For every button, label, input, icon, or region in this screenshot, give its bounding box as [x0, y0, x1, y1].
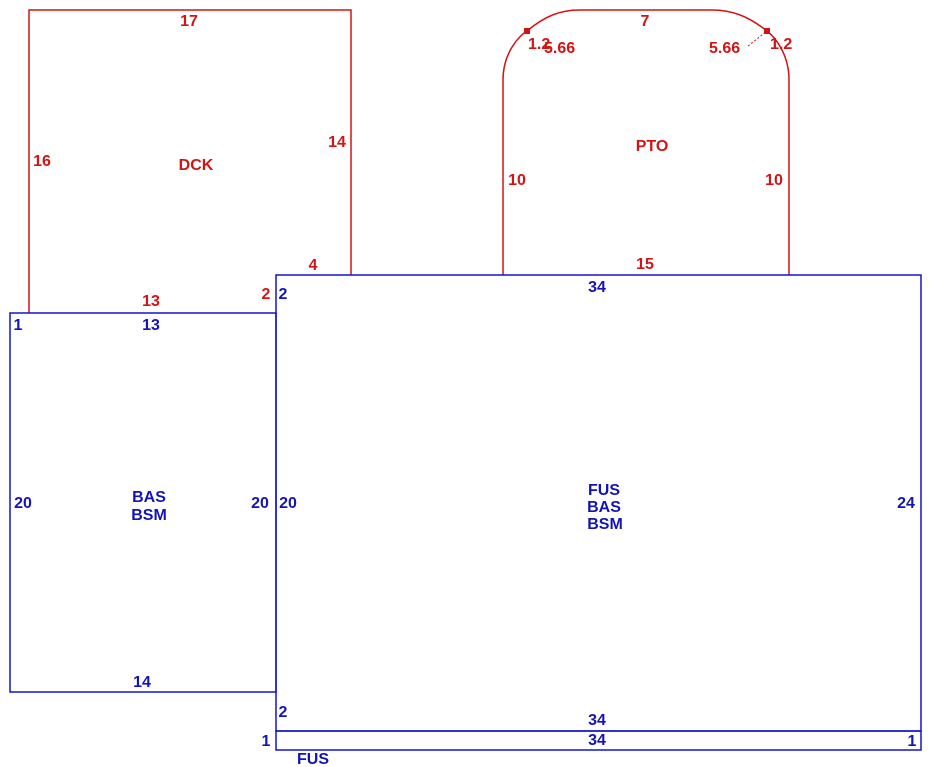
- main-right-dimension: 24: [897, 495, 915, 512]
- dck-area[interactable]: 17 16 14 DCK 4 2 13: [28, 9, 352, 313]
- fus-strip-area-label: FUS: [297, 751, 329, 767]
- pto-corner-marker-right: [764, 28, 770, 34]
- pto-corner-marker-left: [524, 28, 530, 34]
- main-top-step-dimension: 2: [279, 286, 288, 303]
- bas-left-area-label-2: BSM: [131, 507, 167, 524]
- bas-left-top-dimension: 13: [142, 317, 160, 334]
- bas-left-corner-dimension: 1: [14, 317, 23, 334]
- fus-strip-area[interactable]: 1 34 1 FUS: [262, 730, 922, 767]
- pto-area[interactable]: 7 1.2 5.66 5.66 1.2 PTO 10 10 15: [502, 9, 792, 275]
- bas-left-area-label-1: BAS: [132, 489, 166, 506]
- pto-bottom-dimension: 15: [636, 256, 654, 273]
- pto-left-dimension: 10: [508, 172, 526, 189]
- dck-outline: [28, 9, 352, 313]
- dck-bottom-dimension: 13: [142, 293, 160, 310]
- pto-top-dimension: 7: [641, 13, 650, 30]
- main-area-label-2: BAS: [587, 499, 621, 516]
- pto-area-label: PTO: [636, 138, 669, 155]
- bas-left-right-dimension: 20: [251, 495, 269, 512]
- fus-strip-right-dimension: 1: [908, 733, 917, 750]
- pto-corner-right-short: 1.2: [770, 36, 792, 53]
- pto-corner-guide: [747, 30, 768, 47]
- main-area[interactable]: 2 34 20 24 FUS BAS BSM 2 34: [275, 274, 922, 732]
- main-area-label-1: FUS: [588, 482, 620, 499]
- main-left-dimension: 20: [279, 495, 297, 512]
- main-bottom-step-dimension: 2: [279, 704, 288, 721]
- fus-strip-outline: [275, 730, 922, 751]
- fus-strip-top-dimension: 34: [588, 732, 606, 749]
- fus-strip-left-dimension: 1: [262, 733, 271, 750]
- bas-left-bottom-dimension: 14: [133, 674, 151, 691]
- pto-corner-right-diagonal: 5.66: [709, 40, 740, 57]
- dck-area-label: DCK: [179, 157, 214, 174]
- main-top-dimension: 34: [588, 279, 606, 296]
- dck-right-dimension: 14: [328, 134, 346, 151]
- bas-left-area[interactable]: 1 13 20 20 BAS BSM 14: [9, 312, 277, 693]
- pto-right-dimension: 10: [765, 172, 783, 189]
- dck-left-dimension: 16: [33, 153, 51, 170]
- pto-corner-left-diagonal: 5.66: [544, 40, 575, 57]
- dck-step-side-dimension: 2: [262, 286, 271, 303]
- dck-top-dimension: 17: [180, 13, 198, 30]
- main-area-label-3: BSM: [587, 516, 623, 533]
- dck-step-top-dimension: 4: [309, 257, 318, 274]
- bas-left-left-dimension: 20: [14, 495, 32, 512]
- main-bottom-dimension: 34: [588, 712, 606, 729]
- pto-corner-left-short: 1.2: [528, 36, 550, 53]
- pto-outline: [502, 9, 790, 275]
